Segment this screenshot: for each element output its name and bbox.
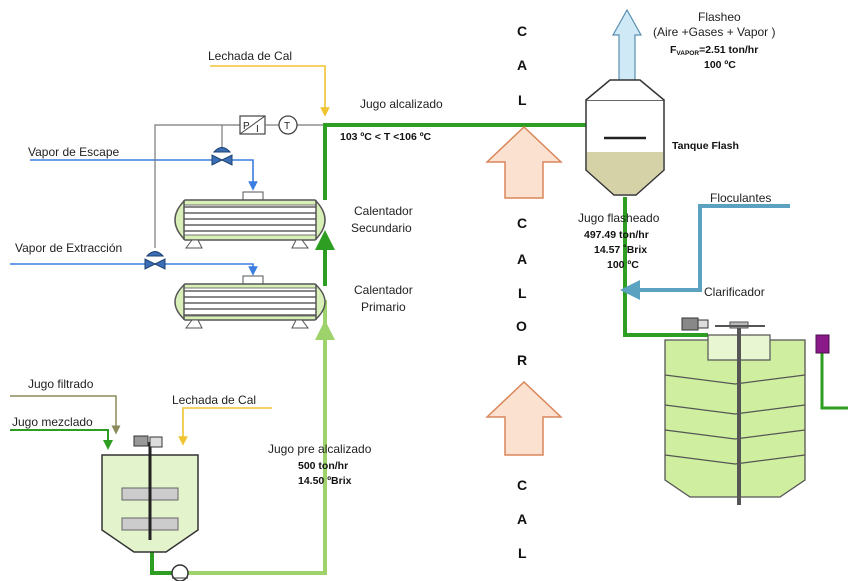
heat-arrow-top xyxy=(485,125,563,199)
label-calentador-pri-1: Calentador xyxy=(354,283,413,297)
label-flasheo-comp: (Aire +Gases + Vapor ) xyxy=(653,25,776,39)
label-jugo-pre: Jugo pre alcalizado xyxy=(268,442,372,456)
pipe-jugo-mezclado xyxy=(10,429,113,450)
side-cal-top: C A L xyxy=(517,23,527,108)
pipe-clarifier-out xyxy=(820,345,848,410)
signal-line xyxy=(154,124,240,248)
svg-text:R: R xyxy=(517,352,527,368)
side-cal-bottom: C A L xyxy=(517,477,527,561)
label-flash-out-temp: 100 ºC xyxy=(607,259,639,271)
pipe-lechada-bottom xyxy=(178,407,272,446)
svg-text:L: L xyxy=(518,92,527,108)
label-lechada-bottom: Lechada de Cal xyxy=(172,393,256,407)
clarifier xyxy=(664,317,806,505)
pump-icon xyxy=(171,564,189,581)
side-calor: C A L O R xyxy=(516,215,527,368)
svg-text:L: L xyxy=(518,545,527,561)
temperature-transmitter: T xyxy=(278,115,298,135)
pipe-vapor-extraccion xyxy=(10,263,258,276)
svg-text:C: C xyxy=(517,23,527,39)
svg-text:L: L xyxy=(518,285,527,301)
svg-text:A: A xyxy=(517,57,527,73)
label-vapor-extraccion: Vapor de Extracción xyxy=(15,241,122,255)
pipe-jugo-filtrado xyxy=(10,395,121,435)
secondary-heater xyxy=(174,191,326,249)
pipe-vapor-escape xyxy=(30,159,258,191)
pipe-floculantes xyxy=(620,204,790,300)
mixing-tank xyxy=(101,435,199,553)
pipe-tank-outlet xyxy=(150,552,172,575)
label-lechada-top: Lechada de Cal xyxy=(208,49,292,63)
label-jugo-filtrado: Jugo filtrado xyxy=(28,377,94,391)
svg-text:A: A xyxy=(517,251,527,267)
label-calentador-sec-2: Secundario xyxy=(351,221,412,235)
pi-controller: P I xyxy=(239,115,266,135)
control-valve-extraccion xyxy=(144,251,166,270)
label-clarificador: Clarificador xyxy=(704,285,765,299)
pipe-lechada-top xyxy=(210,65,330,117)
svg-text:T: T xyxy=(284,121,290,132)
label-flash-brix: 14.57 ˚Brix xyxy=(594,244,647,256)
label-calentador-pri-2: Primario xyxy=(361,300,406,314)
label-flasheo: Flasheo xyxy=(698,10,741,24)
heat-arrow-bottom xyxy=(485,380,563,456)
flash-tank xyxy=(585,79,665,196)
label-flash-temp: 100 ºC xyxy=(704,59,736,71)
label-floculantes: Floculantes xyxy=(710,191,771,205)
label-jugo-alcalizado: Jugo alcalizado xyxy=(360,97,443,111)
label-calentador-sec-1: Calentador xyxy=(354,204,413,218)
label-jugo-flasheado: Jugo flasheado xyxy=(578,211,660,225)
pipe-pre-alkalized xyxy=(185,320,335,575)
clarifier-outlet-motor xyxy=(815,334,830,354)
svg-text:I: I xyxy=(256,124,259,135)
label-vapor-escape: Vapor de Escape xyxy=(28,145,119,159)
label-tanque-flash: Tanque Flash xyxy=(672,140,739,152)
pipe-flash-to-clarifier xyxy=(623,197,708,337)
svg-text:A: A xyxy=(517,511,527,527)
svg-text:P: P xyxy=(243,121,250,132)
label-temp-range: 103 ºC < T <106 ºC xyxy=(340,131,432,143)
control-valve-escape xyxy=(211,147,233,166)
svg-text:C: C xyxy=(517,477,527,493)
primary-heater xyxy=(174,275,326,329)
label-pre-flow: 500 ton/hr xyxy=(298,460,348,472)
label-pre-brix: 14.50 ºBrix xyxy=(298,475,352,487)
label-jugo-mezclado: Jugo mezclado xyxy=(12,415,93,429)
svg-text:O: O xyxy=(516,318,527,334)
label-flash-flow: 497.49 ton/hr xyxy=(584,229,649,241)
label-f-vapor: FVAPOR=2.51 ton/hr xyxy=(670,44,758,57)
svg-text:C: C xyxy=(517,215,527,231)
